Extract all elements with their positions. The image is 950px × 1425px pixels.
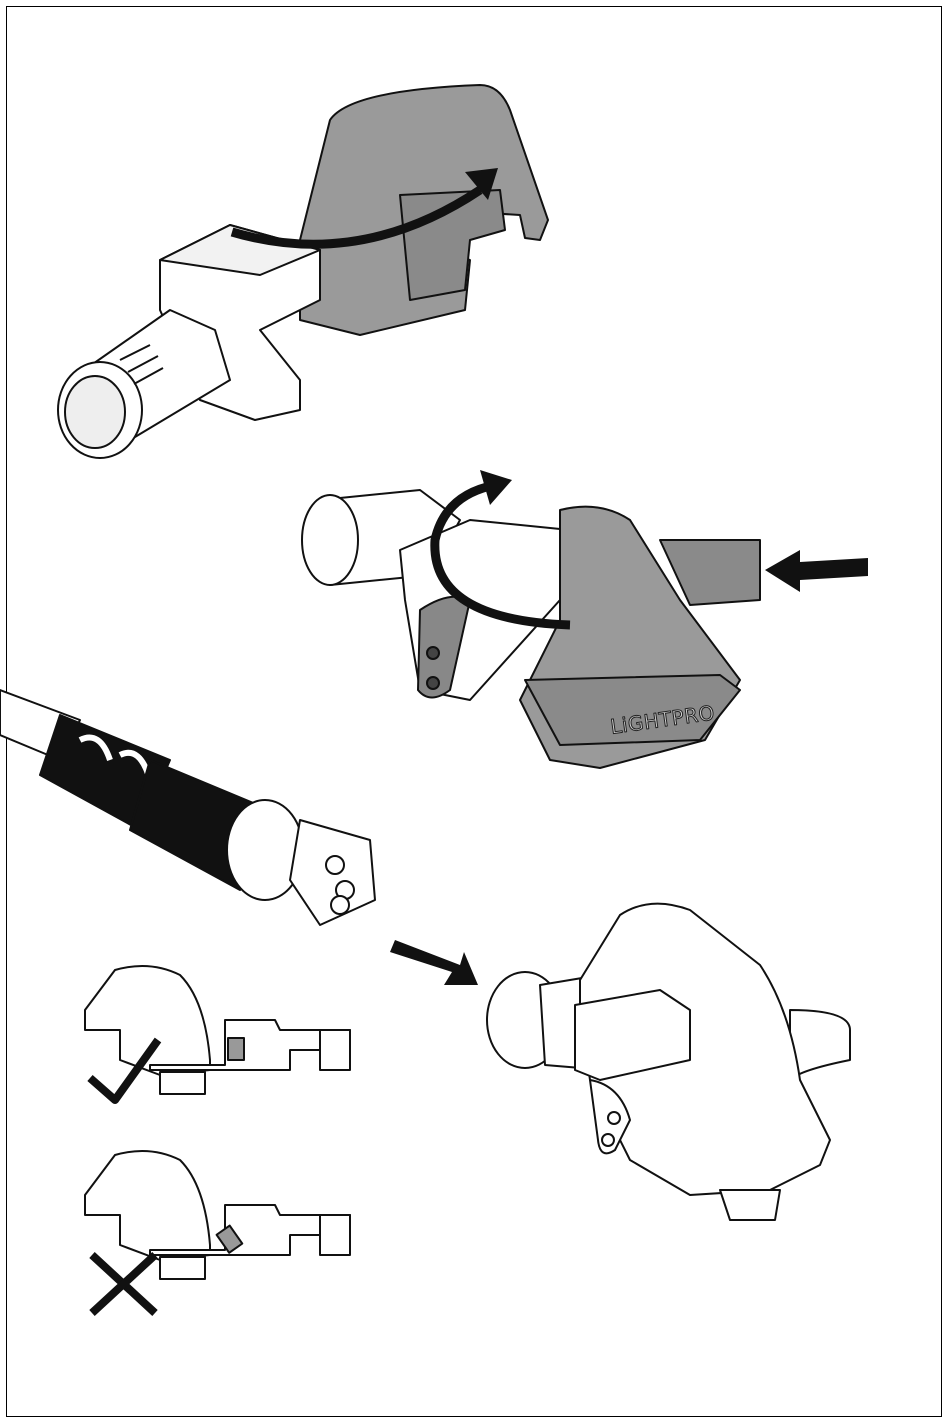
correct-diagram: [84, 965, 351, 1095]
curved-arrow-close-head-icon: [480, 470, 512, 505]
plug-cable: [0, 689, 376, 926]
curved-arrow-open-icon: [230, 186, 483, 249]
arrow-left-icon: [765, 550, 868, 592]
checkmark-icon: [87, 1037, 162, 1104]
cross-icon: [89, 1252, 158, 1316]
curved-arrow-open-head-icon: [465, 168, 498, 200]
step2-socket-close: LiGHTPRO: [301, 489, 761, 769]
assembled-socket: [486, 902, 851, 1221]
incorrect-diagram: [84, 1150, 351, 1280]
curved-arrow-close-icon: [430, 480, 571, 630]
step1-socket-open: [57, 84, 549, 459]
arrow-down-right-icon: [390, 940, 478, 985]
